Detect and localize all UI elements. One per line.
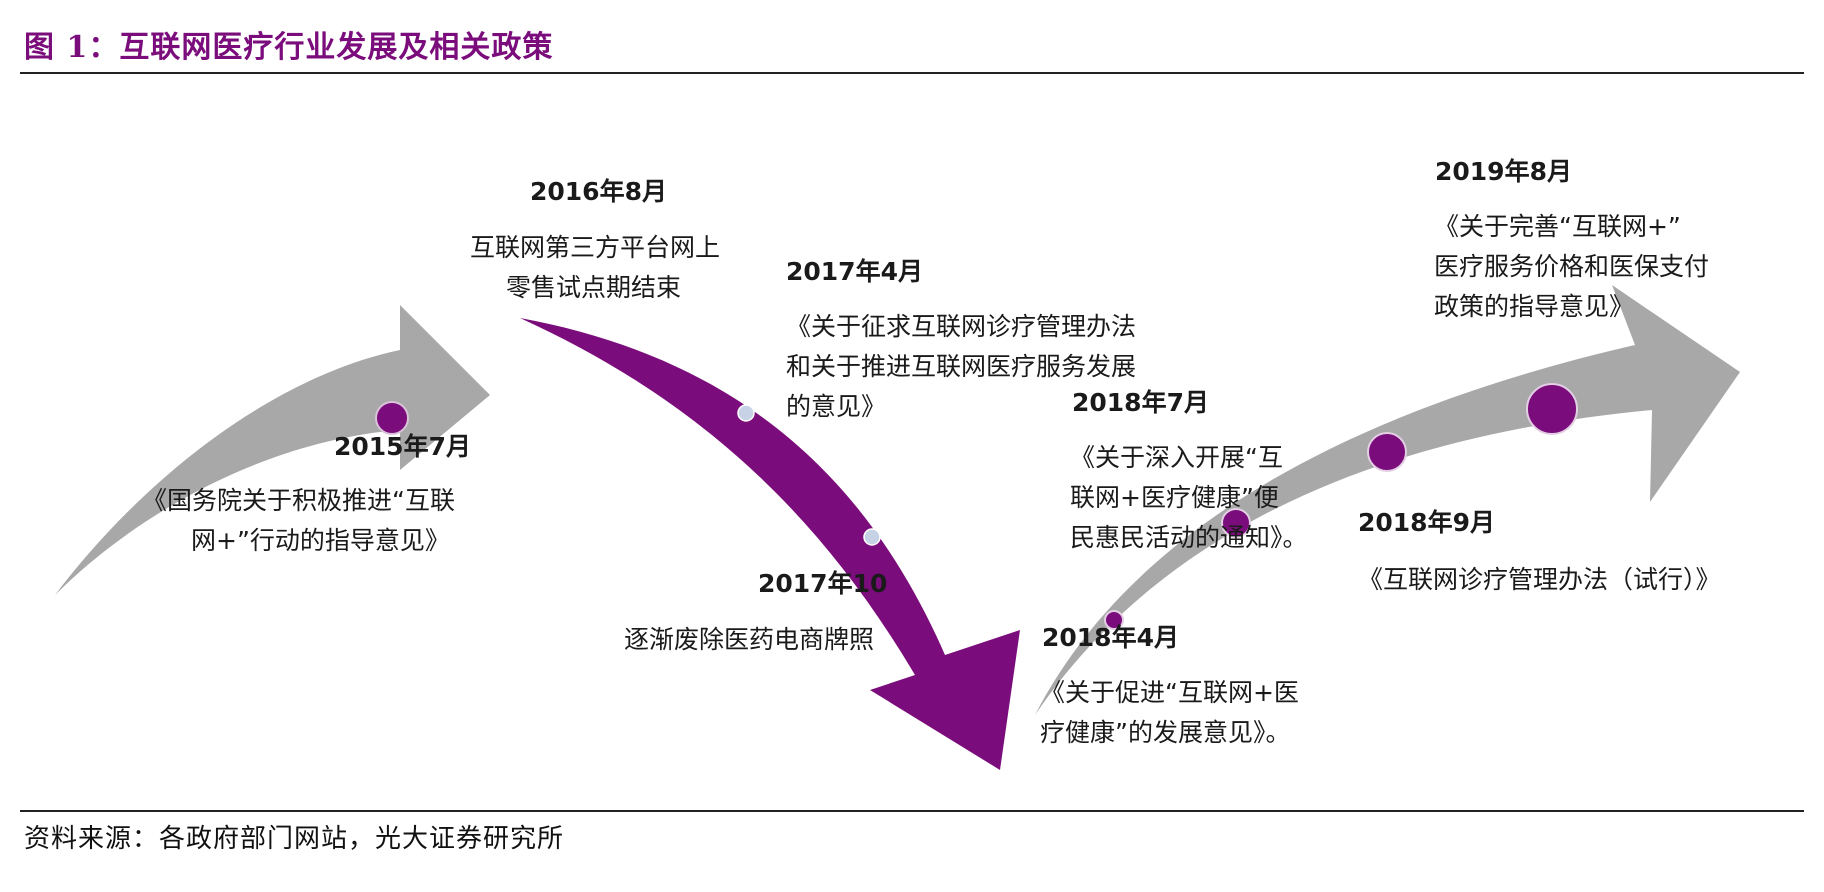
- event-2015-7-date: 2015年7月: [334, 432, 471, 461]
- event-2017-4-text-line2: 和关于推进互联网医疗服务发展: [786, 352, 1137, 381]
- event-2019-8-text-line1: 《关于完善“互联网+”: [1434, 212, 1681, 241]
- event-2017-10-text-line1: 逐渐废除医药电商牌照: [624, 625, 875, 654]
- event-2018-4-text-line1: 《关于促进“互联网+医: [1040, 678, 1299, 707]
- event-2017-10-date: 2017年10: [758, 569, 888, 598]
- event-2018-9-date: 2018年9月: [1358, 508, 1495, 537]
- dot-2015-7: [375, 401, 409, 435]
- event-2018-7-text-line2: 联网+医疗健康”便: [1070, 483, 1279, 512]
- dot-2018-4: [1104, 610, 1124, 630]
- dot-2018-9: [1367, 432, 1407, 472]
- event-2017-4-text-line1: 《关于征求互联网诊疗管理办法: [786, 312, 1137, 341]
- event-2017-4-date: 2017年4月: [786, 257, 923, 286]
- event-2015-7-text-line2: 网+”行动的指导意见》: [191, 526, 450, 555]
- figure-title: 图 1：互联网医疗行业发展及相关政策: [24, 30, 554, 65]
- event-2018-4-text-line2: 疗健康”的发展意见》。: [1040, 718, 1291, 747]
- dot-2017-10: [863, 528, 881, 546]
- event-2018-9-text-line1: 《互联网诊疗管理办法（试行）》: [1358, 565, 1721, 594]
- event-2015-7-text-line1: 《国务院关于积极推进“互联: [142, 486, 455, 515]
- event-2016-8-text-line2: 零售试点期结束: [506, 273, 682, 302]
- event-2019-8-text-line3: 政策的指导意见》: [1434, 292, 1635, 321]
- gray-arrow-left: [55, 305, 490, 595]
- bottom-divider: [20, 810, 1804, 812]
- source-note: 资料来源：各政府部门网站，光大证券研究所: [24, 824, 565, 854]
- top-divider: [20, 72, 1804, 74]
- event-2018-7-date: 2018年7月: [1072, 388, 1209, 417]
- event-2018-7-text-line1: 《关于深入开展“互: [1070, 443, 1283, 472]
- event-2019-8-text-line2: 医疗服务价格和医保支付: [1434, 252, 1710, 281]
- event-2017-4-text-line3: 的意见》: [786, 392, 887, 421]
- event-2018-7-text-line3: 民惠民活动的通知》。: [1070, 523, 1308, 552]
- dot-2019-8: [1526, 383, 1578, 435]
- dot-2017-4: [737, 404, 755, 422]
- dot-2018-7: [1221, 508, 1251, 538]
- event-2019-8-date: 2019年8月: [1435, 157, 1572, 186]
- event-2016-8-date: 2016年8月: [530, 177, 667, 206]
- event-2018-4-date: 2018年4月: [1042, 623, 1179, 652]
- event-2016-8-text-line1: 互联网第三方平台网上: [470, 233, 721, 262]
- purple-arrow-down: [520, 318, 1020, 770]
